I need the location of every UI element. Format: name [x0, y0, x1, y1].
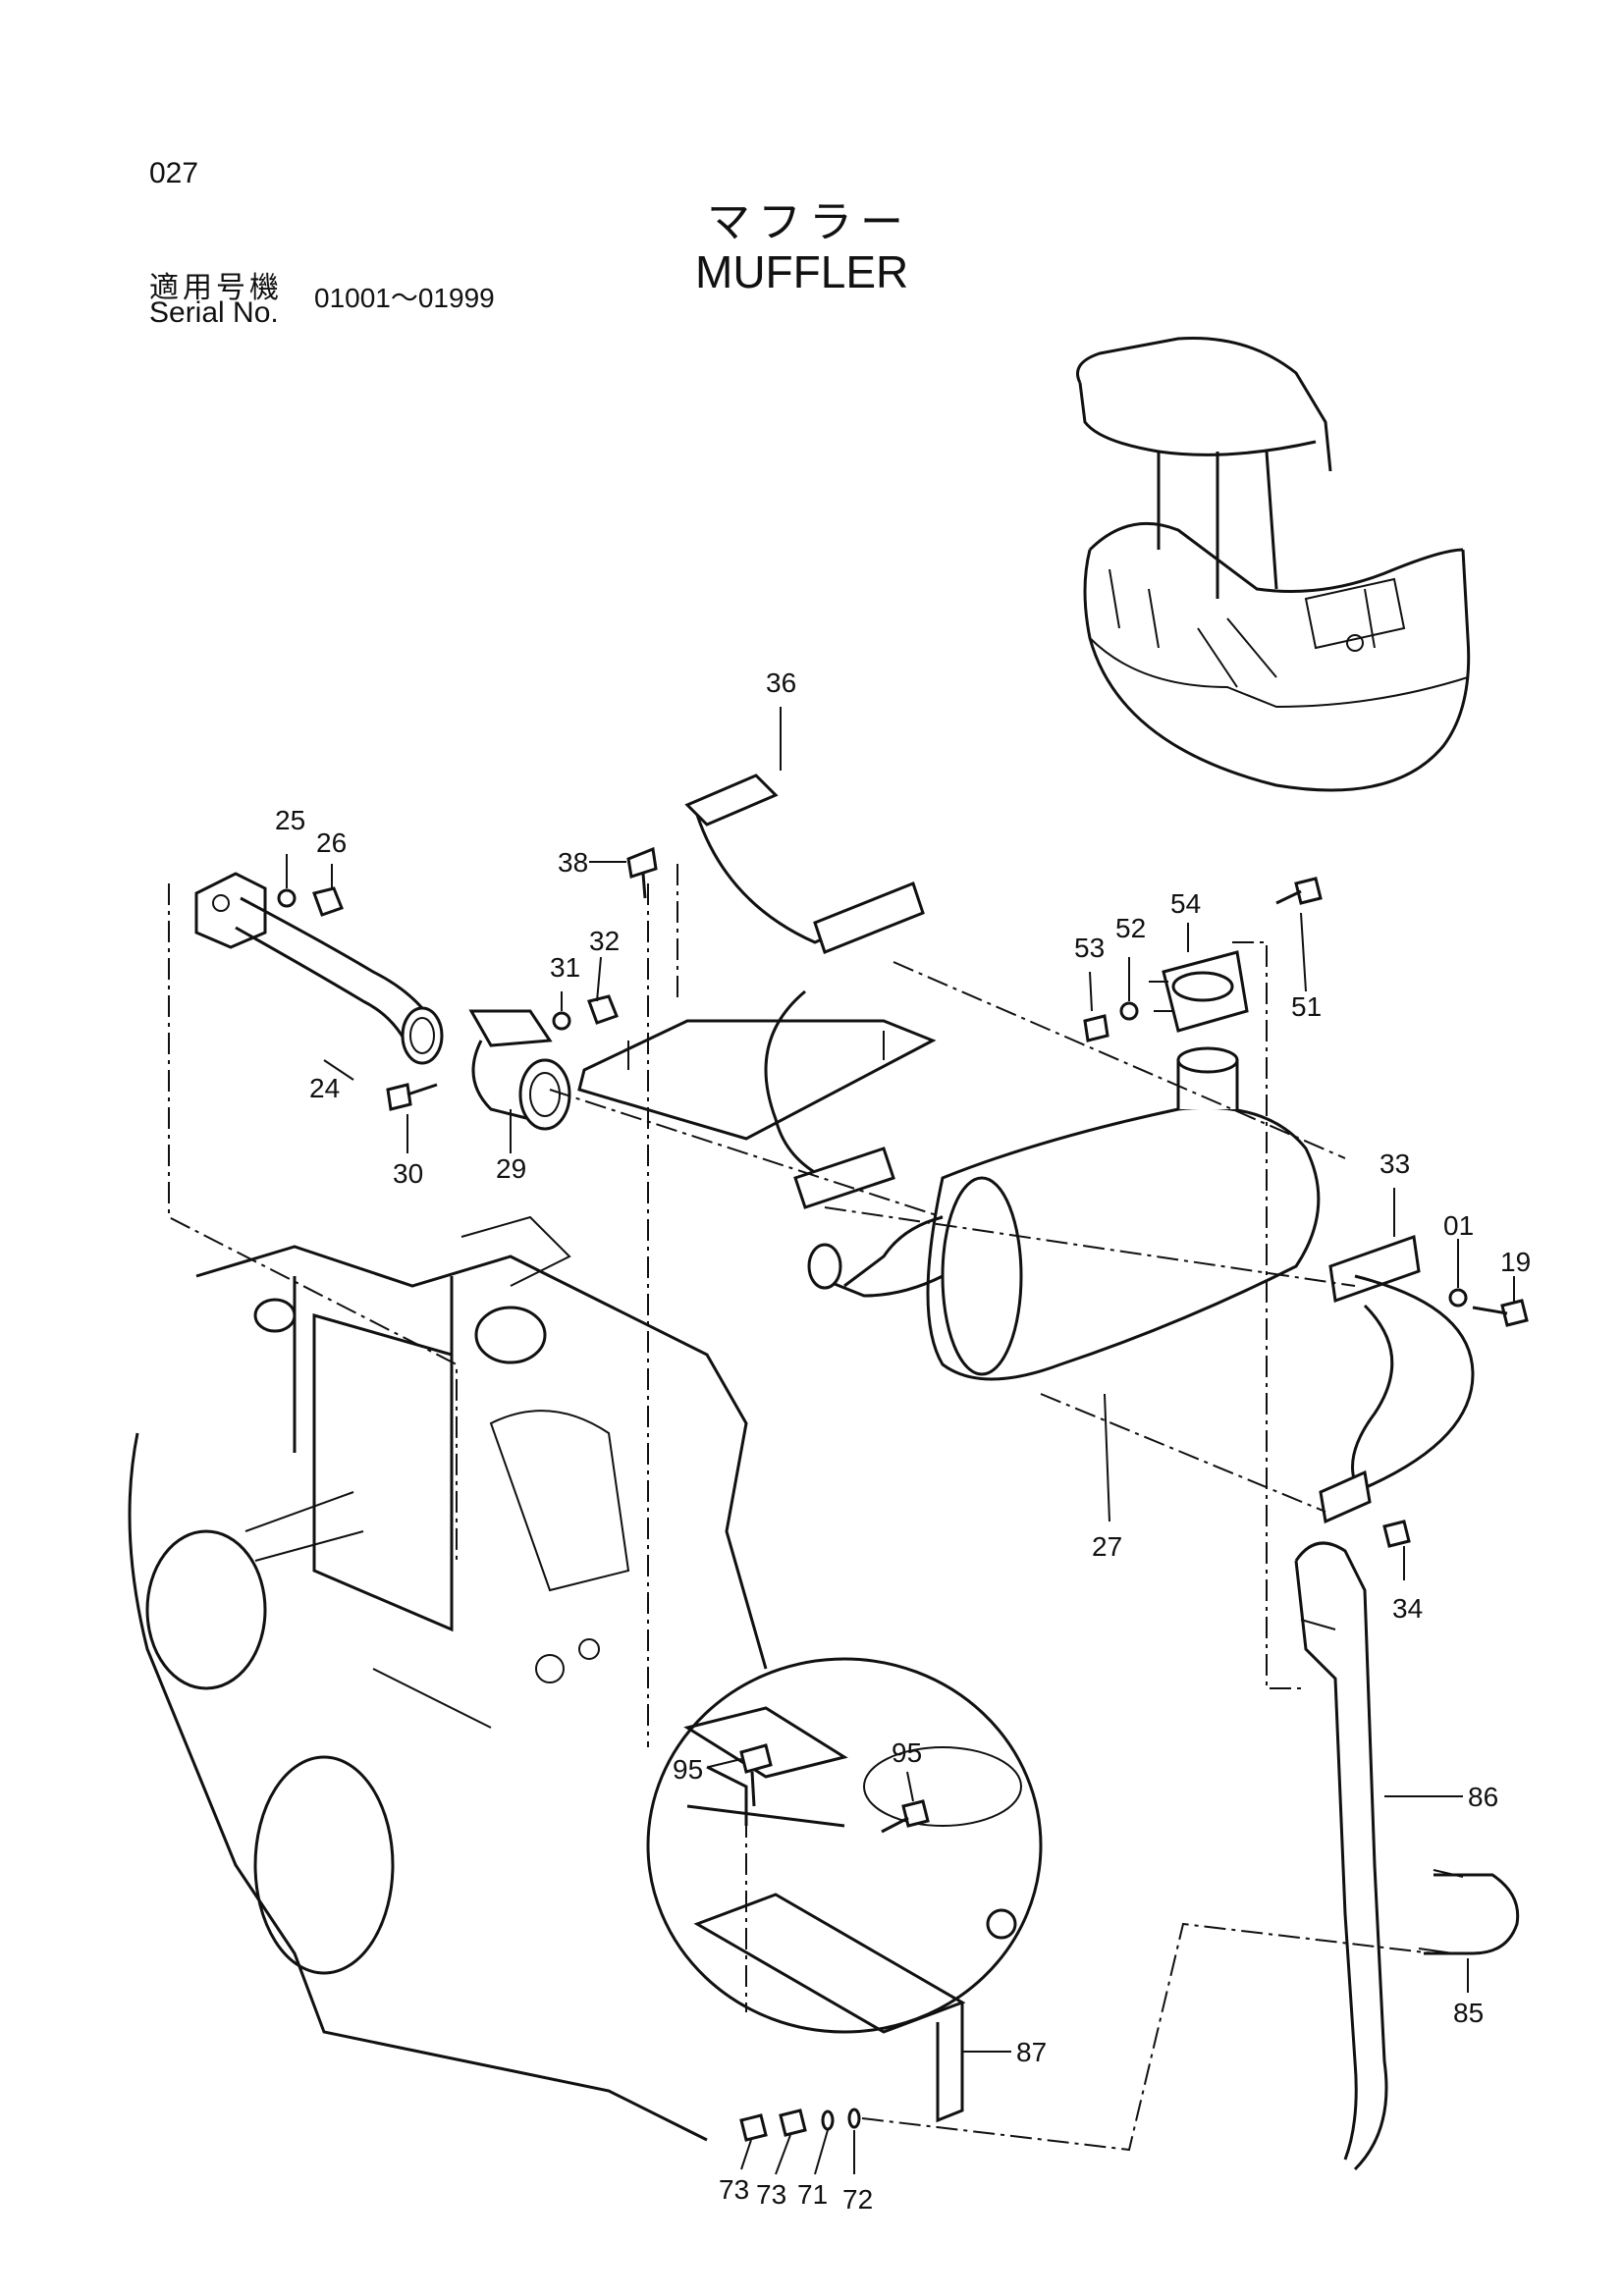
callout-52: 52 [1115, 913, 1146, 943]
muffler-bracket [577, 774, 937, 1209]
callout-86: 86 [1468, 1782, 1498, 1812]
assembly-lines [168, 864, 1434, 2152]
title-japanese: マフラー [707, 197, 911, 247]
engine [128, 1215, 1043, 2142]
callout-30: 30 [393, 1158, 423, 1189]
callout-36: 36 [766, 667, 796, 698]
callout-73-left: 73 [719, 2174, 749, 2205]
callout-95-right: 95 [892, 1737, 922, 1768]
muffler [807, 1046, 1321, 1381]
fasteners [277, 846, 1529, 2142]
page-number: 027 [149, 157, 199, 189]
callout-24: 24 [309, 1073, 340, 1103]
callout-87: 87 [1016, 2037, 1047, 2067]
callout-31: 31 [550, 952, 580, 983]
callout-01: 01 [1443, 1210, 1474, 1241]
callout-54: 54 [1170, 888, 1201, 919]
callout-33: 33 [1380, 1148, 1410, 1179]
callout-71: 71 [797, 2179, 828, 2210]
bracket-33 [1319, 1234, 1475, 1524]
callouts: 36 25 26 38 32 31 24 30 29 54 52 53 51 3… [275, 667, 1531, 2215]
callout-38: 38 [558, 847, 588, 878]
callout-34: 34 [1392, 1593, 1423, 1624]
callout-72: 72 [842, 2184, 873, 2215]
leader-lines [286, 707, 1515, 2175]
callout-26: 26 [316, 828, 347, 858]
serial-label-japanese: 適用号機 [149, 271, 283, 305]
callout-95-left: 95 [673, 1754, 703, 1785]
machine-overview-inset [1076, 336, 1471, 792]
title-english: MUFFLER [695, 246, 909, 297]
serial-range: 01001～01999 [314, 283, 495, 313]
callout-53: 53 [1074, 933, 1105, 963]
callout-51: 51 [1291, 991, 1322, 1022]
callout-25: 25 [275, 805, 305, 835]
mount-bracket [683, 1706, 966, 2123]
callout-85: 85 [1453, 1998, 1484, 2028]
u-bolt [1418, 1869, 1520, 1955]
serial-label-english: Serial No. [149, 296, 279, 329]
callout-19: 19 [1500, 1247, 1531, 1277]
callout-29: 29 [496, 1153, 526, 1184]
callout-73-right: 73 [756, 2179, 786, 2210]
callout-27: 27 [1092, 1531, 1122, 1562]
clamp-54 [1149, 950, 1249, 1033]
clamp [468, 1009, 571, 1131]
exhaust-pipe [194, 872, 444, 1065]
callout-32: 32 [589, 926, 620, 956]
tail-pipe [1294, 1541, 1388, 2171]
